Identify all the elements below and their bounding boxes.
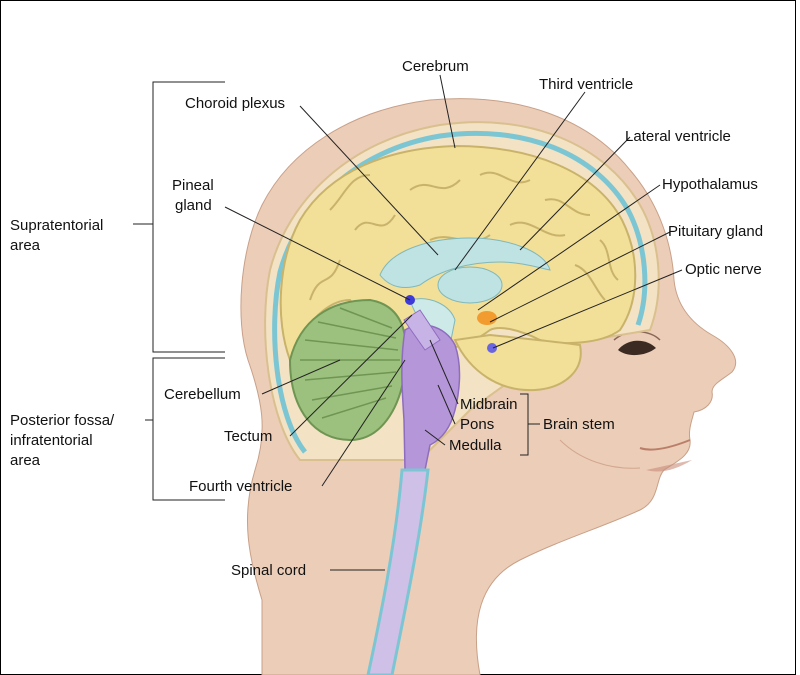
third-ventricle-shape (437, 266, 503, 304)
optic-nerve-dot (487, 343, 497, 353)
label-hypothalamus: Hypothalamus (662, 176, 758, 193)
label-cerebrum: Cerebrum (402, 58, 469, 75)
label-pons: Pons (460, 416, 494, 433)
label-pituitary-gland: Pituitary gland (668, 223, 763, 240)
pituitary-gland-shape (477, 311, 497, 325)
label-choroid-plexus: Choroid plexus (185, 95, 285, 112)
label-medulla: Medulla (449, 437, 502, 454)
label-lateral-ventricle: Lateral ventricle (625, 128, 731, 145)
eye (618, 340, 656, 356)
labels: Cerebrum Third ventricle Choroid plexus … (10, 58, 763, 579)
leader-lines (224, 74, 683, 571)
label-pineal-gland: Pineal (172, 177, 214, 194)
label-posterior-fossa-line3: area (10, 452, 41, 469)
label-brain-stem: Brain stem (543, 416, 615, 433)
label-posterior-fossa-line2: infratentorial (10, 432, 93, 449)
region-brackets (133, 81, 225, 501)
label-third-ventricle: Third ventricle (539, 76, 633, 93)
lateral-ventricle-shape (379, 237, 551, 288)
label-tectum: Tectum (224, 428, 272, 445)
spinal-cord (366, 468, 430, 675)
label-midbrain: Midbrain (460, 396, 518, 413)
label-posterior-fossa: Posterior fossa/ (10, 412, 115, 429)
label-pineal-gland-line2: gland (175, 197, 212, 214)
label-supratentorial: Supratentorial (10, 217, 103, 234)
label-optic-nerve: Optic nerve (685, 261, 762, 278)
label-fourth-ventricle: Fourth ventricle (189, 478, 292, 495)
label-spinal-cord: Spinal cord (231, 562, 306, 579)
brainstem (401, 309, 461, 471)
label-cerebellum: Cerebellum (164, 386, 241, 403)
label-supratentorial-line2: area (10, 237, 41, 254)
